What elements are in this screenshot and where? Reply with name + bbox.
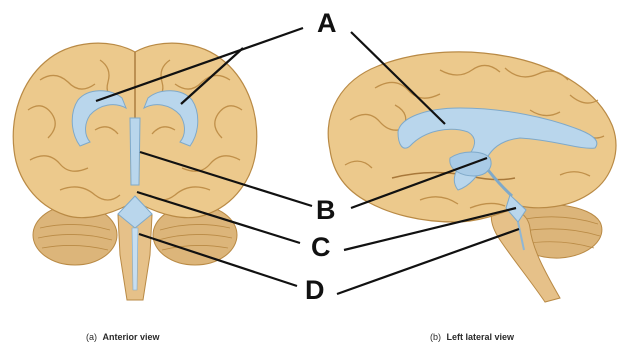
caption-lateral: (b) Left lateral view: [430, 332, 515, 342]
caption-anterior-text: Anterior view: [103, 332, 161, 342]
label-a: A: [317, 8, 337, 38]
caption-lateral-text: Left lateral view: [447, 332, 516, 342]
label-b: B: [316, 195, 336, 225]
caption-anterior-prefix: (a): [86, 332, 97, 342]
label-d: D: [305, 275, 325, 305]
anterior-central-canal: [132, 228, 138, 290]
label-c: C: [311, 232, 331, 262]
caption-lateral-prefix: (b): [430, 332, 441, 342]
lateral-view-illustration: [328, 52, 616, 302]
leader-line-d-right: [337, 229, 519, 294]
caption-anterior: (a) Anterior view: [86, 332, 161, 342]
anterior-third-ventricle: [130, 118, 140, 185]
